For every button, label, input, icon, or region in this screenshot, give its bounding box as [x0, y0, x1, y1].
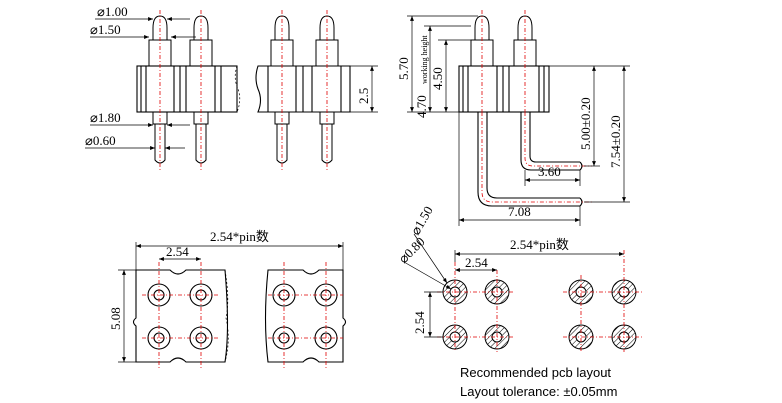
pcb-hole-dia-label: ⌀0.80: [396, 234, 428, 266]
footprint-total-pitch-label: 2.54*pin数: [210, 229, 269, 244]
pcb-note-title: Recommended pcb layout: [460, 365, 611, 380]
dia-plunger-label: ⌀1.50: [90, 22, 121, 37]
bend-height-1-label: 5.00±0.20: [578, 97, 593, 150]
working-height-label: 4.70: [414, 95, 429, 118]
front-view-broken: 2.5: [255, 10, 378, 170]
insulator-body-1: [136, 65, 241, 113]
pcb-total-pitch-label: 2.54*pin数: [510, 237, 569, 252]
right-angle-view: 5.70 4.70 working height 4.50 5.00±0.20 …: [396, 10, 630, 226]
body-top-height-label: 4.50: [430, 67, 445, 90]
tail-length-1-label: 3.60: [538, 164, 561, 179]
front-view-dimensions: ⌀1.00 ⌀1.50 ⌀1.80 ⌀0.60: [85, 4, 241, 170]
pcb-pitch-label: 2.54: [465, 255, 488, 270]
footprint-row-label: 5.08: [108, 307, 123, 330]
dia-tip-label: ⌀1.00: [97, 4, 128, 19]
body-height-label: 2.5: [356, 88, 371, 104]
pcb-pads: [442, 279, 637, 350]
pcb-row-label: 2.54: [412, 311, 427, 334]
pcb-pad-dia-label: ⌀1.50: [408, 204, 436, 238]
dia-tail-label: ⌀0.60: [85, 133, 116, 148]
footprint-pitch-label: 2.54: [166, 244, 189, 259]
footprint-view: 2.54*pin数 2.54 5.08: [108, 229, 347, 370]
pcb-layout-view: 2.54*pin数 2.54 2.54 ⌀1.50 ⌀0.80 Recommen…: [396, 204, 642, 399]
working-height-note: working height: [420, 35, 429, 84]
pcb-note-tolerance: Layout tolerance: ±0.05mm: [460, 384, 617, 399]
bend-height-2-label: 7.54±0.20: [608, 115, 623, 168]
dia-barrel-label: ⌀1.80: [90, 110, 121, 125]
total-height-label: 5.70: [396, 57, 411, 80]
tail-length-2-label: 7.08: [508, 204, 531, 219]
